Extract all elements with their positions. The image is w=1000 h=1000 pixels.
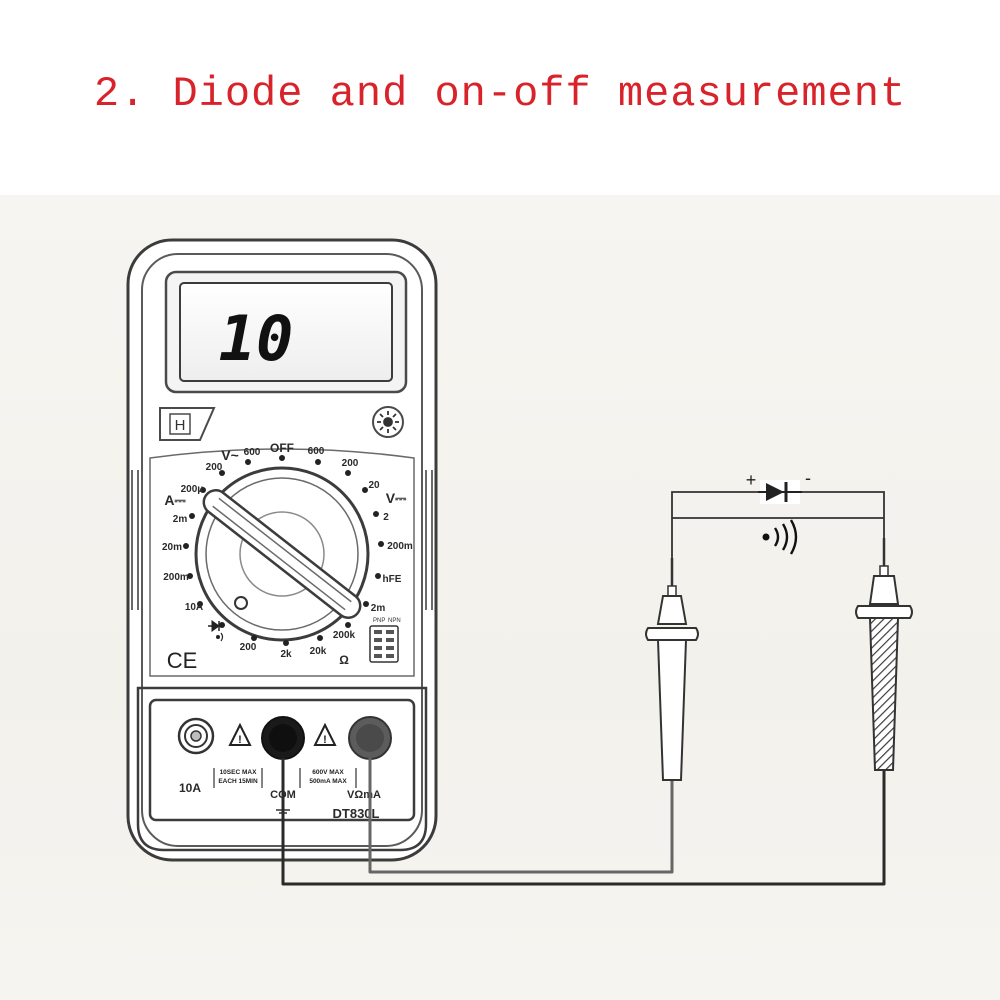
hold-button-label: H [175, 417, 186, 434]
multimeter: 10 H [126, 238, 438, 862]
lcd-reading: 10 [219, 302, 294, 375]
model-label: DT830L [333, 806, 380, 821]
dial-a-10a: 10A [185, 602, 203, 613]
warning-v-text: 600V MAX 500mA MAX [309, 769, 347, 785]
dial-a-20m: 20m [162, 542, 182, 553]
dial-a-200u: 200μ [181, 484, 204, 495]
dial-hfe: hFE [383, 574, 402, 585]
svg-text:600V MAX: 600V MAX [312, 769, 344, 776]
dial-off: OFF [270, 441, 294, 455]
test-lead-wires [281, 758, 886, 886]
black-probe [855, 538, 913, 771]
dial-dcv-20: 20 [368, 480, 380, 491]
lcd-window [179, 282, 393, 382]
diode-buzzer-icon [208, 620, 224, 642]
dial-acv-200: 200 [206, 462, 223, 473]
range-dots [183, 455, 384, 646]
dial-a-200m: 200m [163, 572, 189, 583]
hfe-npn-label: NPN [388, 618, 401, 624]
dial-labels: OFF V~ 600 200 600 200 20 V⎓ 2 200m hFE … [162, 441, 413, 667]
diode-icon [758, 480, 802, 504]
dial-knob-bar [202, 489, 362, 619]
dial-ohm-2k: 2k [280, 649, 292, 660]
side-grips [131, 470, 433, 610]
buzzer-icon [762, 519, 798, 555]
dial-dcv-200m: 200m [387, 541, 413, 552]
warning-icon: ! [313, 722, 337, 746]
v-ohm-ma-wire [368, 758, 674, 874]
dial-ohm-20k: 20k [310, 646, 327, 657]
dial-pointer-dot [234, 596, 248, 610]
backlight-button[interactable] [372, 406, 404, 438]
red-probe [645, 558, 699, 781]
svg-text:EACH 15MIN: EACH 15MIN [218, 778, 258, 785]
dial-ohm-symbol: Ω [339, 653, 349, 667]
diode-plus-label: + [746, 470, 757, 490]
dial-a-2m: 2m [173, 514, 188, 525]
dial-acv-symbol: V~ [221, 447, 239, 463]
sun-icon [377, 411, 399, 433]
diode-circuit: + - [671, 468, 885, 558]
dial-ohm-200: 200 [240, 642, 257, 653]
svg-text:10SEC MAX: 10SEC MAX [220, 769, 258, 776]
dial-dca-symbol: A⎓ [164, 492, 186, 508]
hfe-pnp-label: PNP [373, 618, 385, 624]
svg-text:!: ! [238, 734, 242, 746]
jack-10a[interactable] [177, 717, 215, 755]
dial-acv-600: 600 [244, 447, 261, 458]
ce-mark: CE [167, 648, 198, 673]
hold-button[interactable]: H [159, 407, 216, 441]
jack-v-ohm-ma[interactable] [348, 716, 392, 760]
warning-icon: ! [228, 722, 252, 746]
jack-v-ohm-ma-label: VΩmA [347, 789, 381, 801]
svg-text:500mA MAX: 500mA MAX [309, 778, 347, 785]
jack-panel-frame [136, 686, 428, 852]
dial-ohm-2m: 2m [371, 603, 386, 614]
dial-ohm-200k: 200k [333, 630, 356, 641]
dial-dcv-2: 2 [383, 512, 389, 523]
jack-10a-label: 10A [179, 781, 201, 795]
warning-bracket [213, 768, 357, 788]
dial-dcv-symbol: V⎓ [386, 490, 407, 506]
jack-com[interactable] [261, 716, 305, 760]
dial-dcv-200: 200 [342, 458, 359, 469]
warning-10a-text: 10SEC MAX EACH 15MIN [218, 769, 258, 785]
dial-dcv-600: 600 [308, 446, 325, 457]
hfe-socket: PNP NPN [369, 618, 401, 663]
svg-text:!: ! [323, 734, 327, 746]
dial-panel [149, 448, 415, 677]
page-title: 2. Diode and on-off measurement [93, 70, 907, 118]
rotary-selector[interactable] [194, 466, 370, 642]
com-wire [281, 758, 886, 886]
diode-minus-label: - [805, 468, 811, 488]
